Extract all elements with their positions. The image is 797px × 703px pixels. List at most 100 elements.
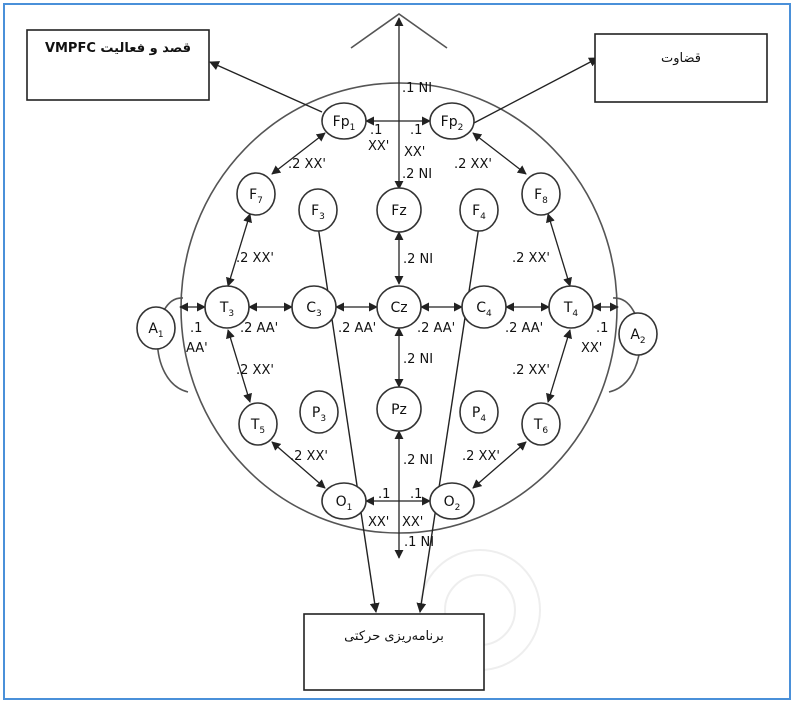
electrode-label: F4 [472,203,486,222]
box-judgment-text: قضاوت [661,51,701,66]
electrode-label: C3 [306,300,322,319]
label-t4-a2-b: XX' [581,341,602,356]
electrode-label: Fz [391,203,406,219]
label-o1-b: XX' [368,515,389,530]
electrode-label: O2 [444,494,461,513]
electrode-a1: A1 [136,306,176,350]
electrode-label: Fp2 [441,114,464,133]
label-pz-o: .2 NI [403,453,433,468]
electrode-circle [429,102,475,140]
arrow-fp1-to-vmpfc [209,61,323,113]
label-a1-t3-a: .1 [190,321,202,336]
label-cz-c4: .2 AA' [417,321,455,336]
electrode-label: C4 [476,300,492,319]
label-fp1-f7: .2 XX' [288,157,326,172]
electrode-circle [236,172,276,216]
arrow-f4-to-motor [416,225,480,613]
electrode-circle [238,402,278,446]
label-cz-pz: .2 NI [403,352,433,367]
electrode-label: Cz [390,300,407,316]
line-fp2-f8 [472,132,527,175]
label-fp-right-a: .1 [410,123,422,138]
electrode-cz: Cz [376,285,422,329]
electrode-t6: T6 [521,402,561,446]
electrode-c3: C3 [291,285,337,329]
electrode-circle [299,390,339,434]
label-fp-left-b: XX' [368,139,389,154]
electrode-p4: P4 [459,390,499,434]
electrode-t4: T4 [548,285,594,329]
electrode-fz: Fz [376,187,422,233]
arrow-fp2-to-judgment [471,57,599,125]
electrode-circle [376,187,422,233]
electrode-label: O1 [336,494,353,513]
electrode-f7: F7 [236,172,276,216]
electrode-o1: O1 [321,482,367,520]
electrode-t3: T3 [204,285,250,329]
label-t3-t5: .2 XX' [236,363,274,378]
electrode-label: F8 [534,187,548,206]
electrode-c4: C4 [461,285,507,329]
label-fp2-f8: .2 XX' [454,157,492,172]
label-o1-a: .1 [378,487,390,502]
label-t4-t6: .2 XX' [512,363,550,378]
label-fz-cz: .2 NI [403,252,433,267]
electrode-label: T3 [219,300,234,319]
electrode-label: T5 [250,417,265,436]
nose-outline [350,13,448,49]
electrode-p3: P3 [299,390,339,434]
label-t3-c3: .2 AA' [240,321,278,336]
electrode-circle [291,285,337,329]
electrode-circle [204,285,250,329]
electrode-label: P4 [472,405,486,424]
electrode-f3: F3 [298,188,338,232]
label-c3-cz: .2 AA' [338,321,376,336]
label-f7-t3: .2 XX' [236,251,274,266]
electrode-o2: O2 [429,482,475,520]
label-f8-t4: .2 XX' [512,251,550,266]
electrode-label: P3 [312,405,326,424]
electrode-circle [459,390,499,434]
box-judgment: قضاوت [594,33,768,103]
label-fp-right-b: XX' [404,145,425,160]
label-t4-a2-a: .1 [596,321,608,336]
electrode-label: Pz [391,402,407,418]
label-fp-left-a: .1 [370,123,382,138]
electrode-label: A2 [630,327,645,346]
electrode-fp2: Fp2 [429,102,475,140]
electrode-t5: T5 [238,402,278,446]
label-inion: .1 NI [404,535,434,550]
electrode-circle [618,312,658,356]
line-f7-t3 [226,213,252,287]
electrode-a2: A2 [618,312,658,356]
electrode-circle [321,482,367,520]
electrode-circle [376,386,422,432]
line-fp1-f7 [271,132,326,175]
distance-labels: .1 NI .1 XX' .1 XX' .2 NI .2 XX' .2 XX' … [186,81,608,550]
line-f8-t4 [546,213,572,287]
electrode-circle [376,285,422,329]
label-o2-b: XX' [402,515,423,530]
electrode-pz: Pz [376,386,422,432]
electrode-circle [459,188,499,232]
label-o2-a: .1 [410,487,422,502]
label-c4-t4: .2 AA' [505,321,543,336]
electrode-f8: F8 [521,172,561,216]
line-t3-t5 [226,329,252,403]
electrode-circle [321,102,367,140]
electrode-label: F7 [249,187,263,206]
line-t5-o1 [271,441,326,489]
electrode-circle [136,306,176,350]
electrode-circle [548,285,594,329]
label-a1-t3-b: AA' [186,341,208,356]
electrode-label: T6 [533,417,549,436]
label-nasion: .1 NI [402,81,432,96]
electrode-circle [521,172,561,216]
box-vmpfc-text: قصد و فعالیت VMPFC [45,41,191,56]
box-vmpfc: قصد و فعالیت VMPFC [26,29,210,101]
electrode-circle [298,188,338,232]
electrode-f4: F4 [459,188,499,232]
box-motor-planning: برنامه‌ریزی حرکتی [303,613,485,691]
